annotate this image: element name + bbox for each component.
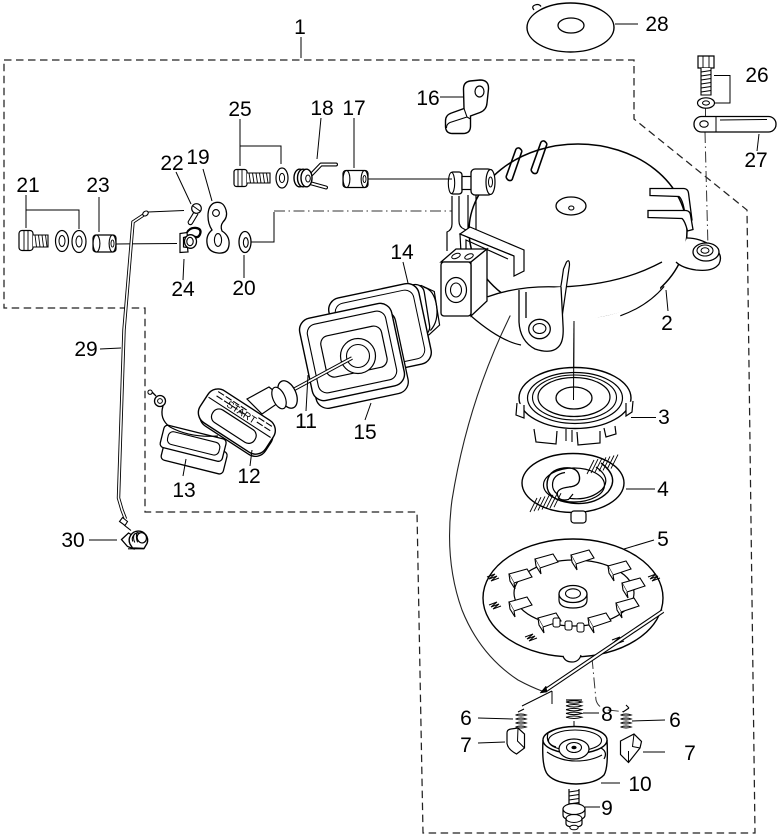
svg-text:28: 28: [645, 13, 668, 36]
svg-text:11: 11: [295, 410, 317, 433]
svg-text:22: 22: [160, 152, 183, 175]
svg-text:12: 12: [237, 465, 260, 488]
svg-text:25: 25: [228, 98, 251, 121]
svg-text:29: 29: [74, 338, 97, 361]
svg-text:26: 26: [745, 64, 768, 87]
svg-text:16: 16: [416, 87, 439, 110]
svg-text:3: 3: [658, 406, 670, 429]
svg-text:21: 21: [16, 174, 39, 197]
svg-text:9: 9: [601, 797, 613, 820]
svg-text:14: 14: [390, 241, 414, 264]
svg-text:15: 15: [353, 421, 376, 444]
svg-text:13: 13: [172, 479, 195, 502]
svg-text:5: 5: [657, 528, 669, 551]
svg-text:19: 19: [186, 146, 209, 169]
svg-text:6: 6: [669, 709, 681, 732]
svg-text:30: 30: [61, 529, 84, 552]
svg-text:23: 23: [86, 174, 109, 197]
svg-text:10: 10: [628, 773, 651, 796]
svg-text:27: 27: [744, 149, 767, 172]
svg-text:6: 6: [460, 707, 472, 730]
svg-text:24: 24: [171, 278, 195, 301]
svg-text:2: 2: [661, 312, 673, 335]
svg-text:7: 7: [684, 742, 696, 765]
svg-text:1: 1: [294, 16, 306, 39]
svg-text:20: 20: [232, 277, 255, 300]
svg-text:17: 17: [342, 97, 365, 120]
svg-text:8: 8: [601, 703, 613, 726]
svg-text:4: 4: [657, 478, 669, 501]
svg-text:7: 7: [460, 734, 472, 757]
svg-text:18: 18: [310, 97, 333, 120]
